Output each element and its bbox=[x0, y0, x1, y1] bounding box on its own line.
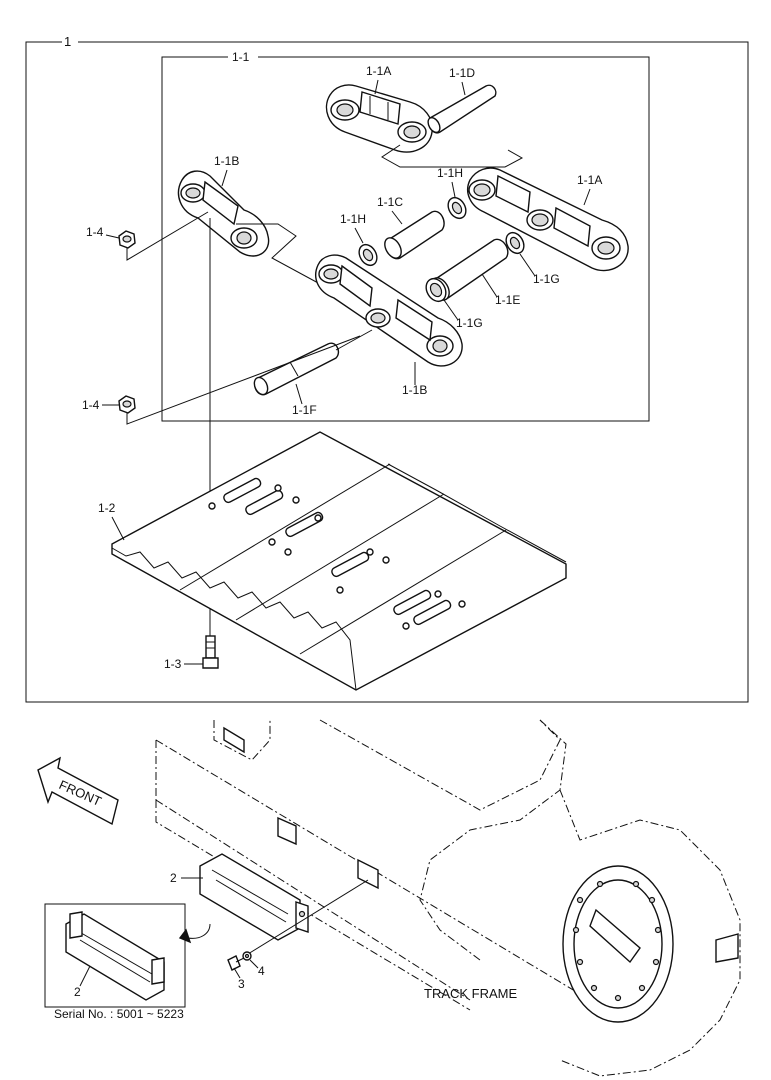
callout-1-1A-right: 1-1A bbox=[577, 173, 602, 187]
nut-1-4-top bbox=[118, 230, 136, 249]
seal-1-1G-right bbox=[505, 231, 525, 255]
callout-1-1E: 1-1E bbox=[495, 293, 520, 307]
callout-1: 1 bbox=[64, 34, 71, 49]
callout-1-1H-left: 1-1H bbox=[340, 212, 366, 226]
front-arrow: FRONT bbox=[37, 756, 119, 826]
pin-1-1D bbox=[427, 84, 497, 134]
bolt-1-3 bbox=[202, 635, 219, 669]
callout-1-3: 1-3 bbox=[164, 657, 182, 671]
track-frame bbox=[155, 719, 741, 1077]
callout-2-inset: 2 bbox=[74, 985, 81, 999]
track-shoe-1-2 bbox=[111, 431, 567, 691]
link-assembly-frame: 1-1 bbox=[161, 50, 650, 422]
washer-4 bbox=[242, 951, 252, 961]
callout-1-4-top: 1-4 bbox=[86, 225, 104, 239]
track-link-1-1A-top bbox=[325, 84, 433, 153]
callout-1-1: 1-1 bbox=[232, 50, 250, 64]
pin-1-1F bbox=[253, 342, 340, 396]
assembly-frame: 1 bbox=[25, 34, 749, 703]
serial-inset: 2 bbox=[44, 903, 186, 1008]
callout-1-1B-top: 1-1B bbox=[214, 154, 239, 168]
callout-1-1F: 1-1F bbox=[292, 403, 317, 417]
callout-1-1C: 1-1C bbox=[377, 195, 403, 209]
callout-1-2: 1-2 bbox=[98, 501, 116, 515]
callout-4: 4 bbox=[258, 964, 265, 978]
callout-1-1G-right: 1-1G bbox=[533, 272, 560, 286]
seal-1-1G-left bbox=[425, 277, 447, 303]
callout-3: 3 bbox=[238, 977, 245, 991]
callout-2: 2 bbox=[170, 871, 177, 885]
track-link-1-1B-top bbox=[177, 170, 270, 257]
bolt-3 bbox=[227, 955, 245, 971]
track-link-1-1A-right bbox=[466, 167, 629, 272]
seal-1-1H-left bbox=[358, 243, 378, 267]
nut-1-4-bottom bbox=[118, 395, 136, 414]
track-frame-label: TRACK FRAME bbox=[424, 986, 518, 1001]
callout-1-1G-left: 1-1G bbox=[456, 316, 483, 330]
seal-1-1H-top bbox=[447, 196, 467, 220]
track-link-1-1B-bottom bbox=[315, 254, 463, 367]
serial-number-note: Serial No. : 5001 ~ 5223 bbox=[54, 1007, 184, 1021]
callout-1-4-bottom: 1-4 bbox=[82, 398, 100, 412]
step-2 bbox=[199, 853, 309, 941]
bushing-1-1C bbox=[384, 210, 445, 260]
callout-1-1D: 1-1D bbox=[449, 66, 475, 80]
callout-1-1B-bottom: 1-1B bbox=[402, 383, 427, 397]
callout-1-1A-top: 1-1A bbox=[366, 64, 391, 78]
callout-1-1H-top: 1-1H bbox=[437, 166, 463, 180]
